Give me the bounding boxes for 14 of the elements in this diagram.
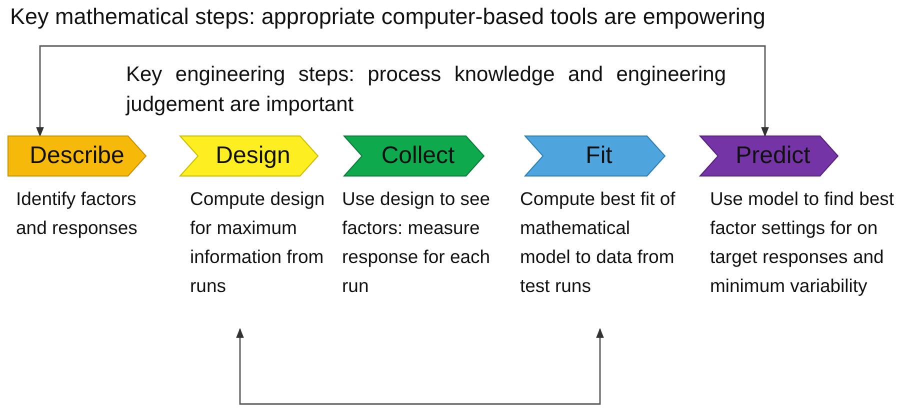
note-text: Key engineering steps: process knowledge and engineering judgement are important [126,62,726,118]
diagram-title: Key mathematical steps: appropriate computer-based tools are empowering [10,4,766,30]
step-description: Use model to find best factor settings for on target responses and minimum variability [710,184,895,300]
step-label: Describe [30,142,124,170]
connector-arrow [36,45,769,137]
step-label: Design [214,142,290,170]
step-description: Identify factors and responses [16,184,156,242]
step-description: Compute best fit of mathematical model to data from test runs [520,184,680,300]
connector-arrow [236,328,604,405]
step-description: Compute design for maximum information from runs [190,184,330,300]
step-description: Use design to see factors: measure response for each run [342,184,502,300]
step-label: Predict [734,142,810,170]
step-label: Collect [380,142,455,170]
step-label: Fit [584,142,612,170]
